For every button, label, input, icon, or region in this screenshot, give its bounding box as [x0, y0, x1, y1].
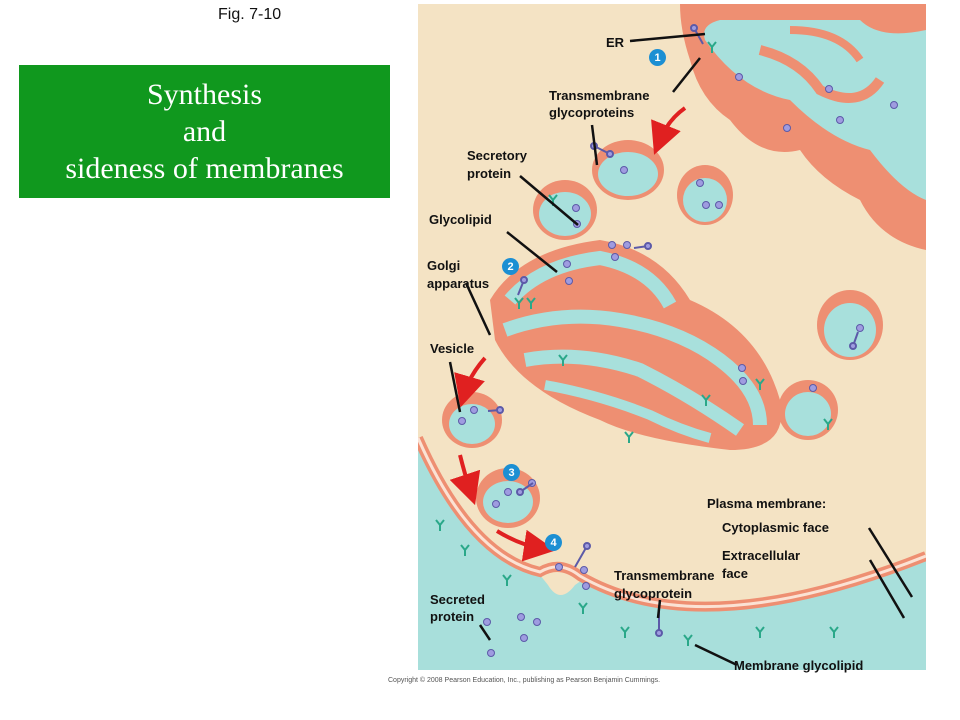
vesicle-to-membrane-arrow	[449, 454, 481, 506]
er-label: ER	[606, 35, 625, 50]
extracellular-face-label-2: face	[722, 566, 749, 581]
membrane-synthesis-diagram	[418, 4, 926, 670]
secretory-protein-label-2: protein	[467, 166, 512, 181]
glycolipid-label: Glycolipid	[429, 212, 492, 227]
transmembrane-glycoprotein-label-2: glycoprotein	[614, 586, 693, 601]
title-line-1: Synthesis	[146, 78, 263, 111]
step-2-badge: 2	[502, 258, 519, 275]
secreted-protein-label-1: Secreted	[430, 592, 485, 607]
secretory-protein-label-1: Secretory	[467, 148, 527, 163]
figure-label: Fig. 7-10	[218, 6, 282, 23]
secreted-protein-label-2: protein	[430, 609, 475, 624]
er-to-golgi-arrow	[651, 106, 687, 155]
title-line-2: and	[182, 115, 227, 148]
glycoprotein-sticks	[487, 24, 859, 637]
step-3-badge: 3	[503, 464, 520, 481]
title-line-3: sideness of membranes	[65, 152, 344, 185]
transmembrane-glycoprotein-label-1: Transmembrane	[614, 568, 715, 583]
extracellular-space	[418, 440, 926, 670]
membrane-glycolipid-label: Membrane glycolipid	[734, 658, 864, 673]
transmembrane-glycoproteins-label-1: Transmembrane	[549, 88, 650, 103]
vesicle-label: Vesicle	[430, 341, 475, 356]
title-box: Synthesis and sideness of membranes	[19, 65, 390, 198]
golgi-label-1: Golgi	[427, 258, 461, 273]
transmembrane-glycoproteins-label-2: glycoproteins	[549, 105, 635, 120]
leader-lines	[448, 32, 914, 667]
step-4-badge: 4	[545, 534, 562, 551]
extracellular-face-label-1: Extracellular	[722, 548, 801, 563]
copyright-notice: Copyright © 2008 Pearson Education, Inc.…	[388, 677, 661, 684]
step-1-badge: 1	[649, 49, 666, 66]
cytoplasmic-face-label: Cytoplasmic face	[722, 520, 829, 535]
exocytosis-arrow	[495, 529, 556, 562]
golgi-to-vesicle-arrow	[454, 356, 487, 408]
plasma-membrane-label: Plasma membrane:	[707, 496, 827, 511]
protein-dots	[458, 73, 898, 657]
golgi-label-2: apparatus	[427, 276, 490, 291]
